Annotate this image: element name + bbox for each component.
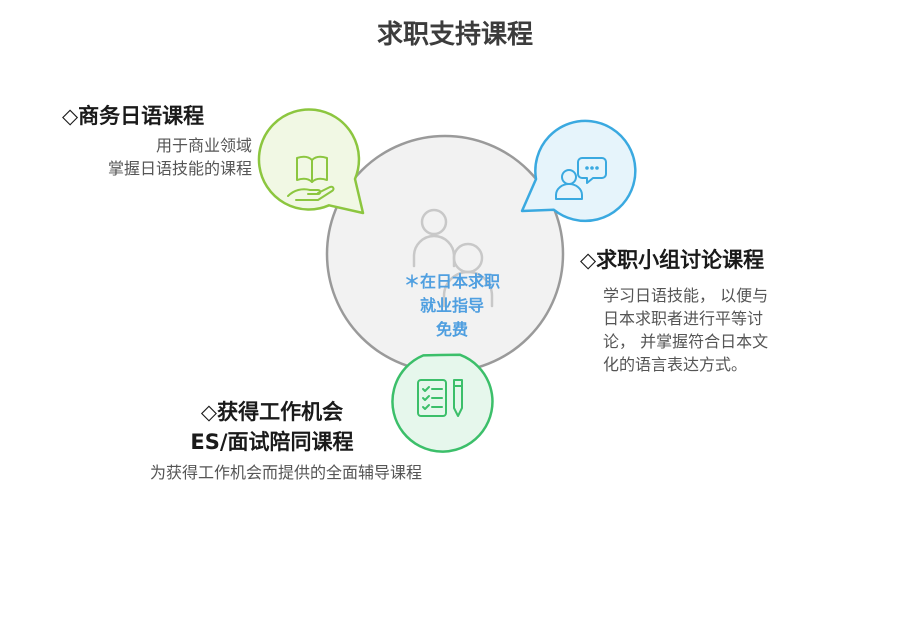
description-line: 掌握日语技能的课程 (107, 159, 252, 178)
heading-line: ◇获得工作机会 (200, 400, 344, 424)
discussion-icon (555, 157, 607, 200)
heading-line: ES/面试陪同课程 (190, 430, 354, 454)
es-interview-heading: ◇获得工作机会 ES/面试陪同课程 (150, 397, 394, 457)
description-line: 日本求职者进行平等讨 (603, 309, 764, 328)
people-icon (412, 208, 494, 308)
description-line: 用于商业领域 (155, 136, 252, 155)
business-japanese-description: 用于商业领域 掌握日语技能的课程 (108, 134, 252, 180)
description-line: 化的语言表达方式。 (603, 355, 748, 374)
center-label-line: 就业指导 (419, 296, 484, 315)
page-title: 求职支持课程 (376, 20, 533, 50)
description-line: 为获得工作机会而提供的全面辅导课程 (150, 463, 423, 482)
group-discussion-node (520, 119, 637, 223)
group-discussion-description: 学习日语技能， 以便与 日本求职者进行平等讨 论， 并掌握符合日本文 化的语言表… (603, 284, 768, 376)
description-line: 论， 并掌握符合日本文 (603, 332, 769, 351)
center-label: ＊在日本求职 就业指导 免费 (378, 270, 526, 342)
description-line: 学习日语技能， 以便与 (603, 286, 769, 305)
checklist-pen-icon (417, 379, 463, 417)
es-interview-node (391, 353, 494, 453)
book-in-hand-icon (287, 155, 335, 201)
business-japanese-heading: ◇商务日语课程 (62, 104, 205, 128)
business-japanese-node (257, 108, 365, 215)
es-interview-description: 为获得工作机会而提供的全面辅导课程 (150, 461, 530, 484)
center-label-line: 免费 (435, 320, 468, 339)
center-label-line: ＊在日本求职 (403, 272, 500, 291)
group-discussion-heading: ◇求职小组讨论课程 (580, 248, 765, 272)
